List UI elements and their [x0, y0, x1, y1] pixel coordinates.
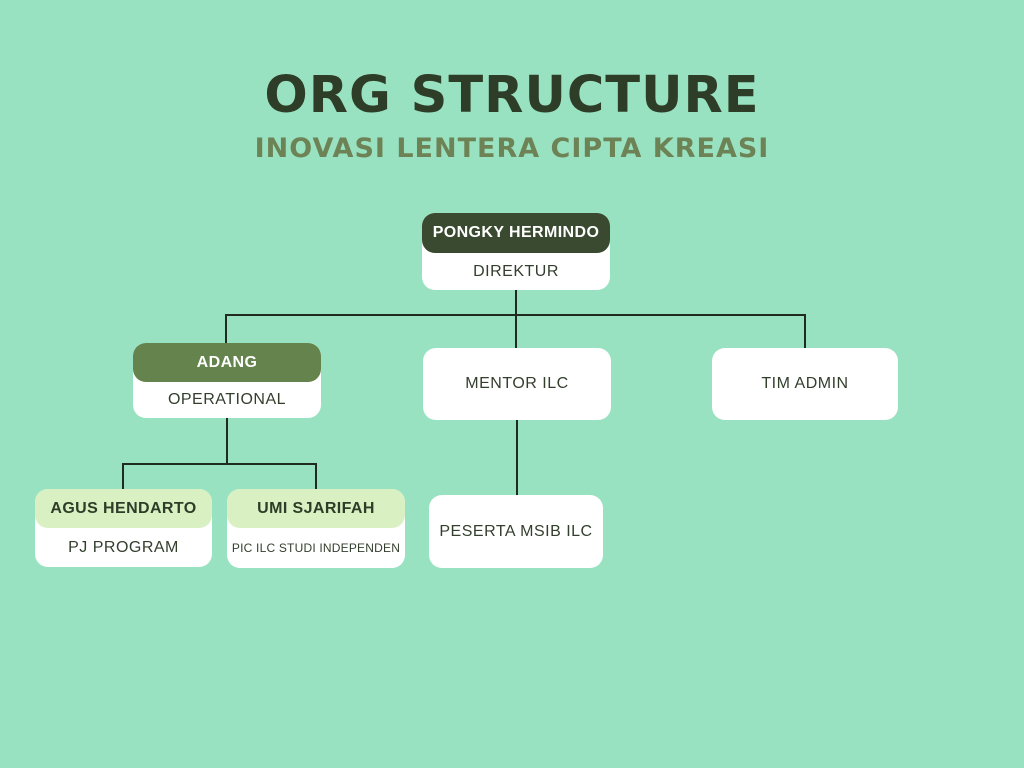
node-name-operational: ADANG [133, 343, 321, 382]
org-node-peserta-msib: PESERTA MSIB ILC [429, 495, 603, 568]
org-node-mentor-ilc: MENTOR ILC [423, 348, 611, 420]
node-name-direktur: PONGKY HERMINDO [422, 213, 610, 253]
connector-operational-down [226, 418, 228, 465]
node-role-direktur: DIREKTUR [473, 262, 559, 280]
connector-mentor-to-peserta [516, 420, 518, 496]
connector-row3-horizontal [122, 463, 317, 465]
node-role-peserta-msib: PESERTA MSIB ILC [439, 522, 593, 540]
node-role-tim-admin: TIM ADMIN [761, 375, 849, 392]
page-title: ORG STRUCTURE [264, 66, 760, 125]
connector-direktur-down [515, 290, 517, 316]
org-node-direktur: PONGKY HERMINDO DIREKTUR [422, 213, 610, 290]
org-node-operational: ADANG OPERATIONAL [133, 343, 321, 418]
connector-to-pj-program [122, 463, 124, 490]
connector-to-operational [225, 314, 227, 344]
node-role-operational: OPERATIONAL [167, 391, 287, 408]
org-node-pj-program: AGUS HENDARTO PJ PROGRAM [35, 489, 212, 567]
node-role-pic-ilc: PIC ILC STUDI INDEPENDEN [231, 541, 401, 555]
node-role-mentor-ilc: MENTOR ILC [465, 375, 569, 392]
node-name-pic-ilc: UMI SJARIFAH [227, 489, 405, 528]
node-name-pj-program: AGUS HENDARTO [35, 489, 212, 528]
node-role-pj-program: PJ PROGRAM [68, 538, 179, 556]
page-heading: ORG STRUCTURE INOVASI LENTERA CIPTA KREA… [0, 70, 1024, 162]
connector-to-admin [804, 314, 806, 349]
org-node-tim-admin: TIM ADMIN [712, 348, 898, 420]
page-subtitle: INOVASI LENTERA CIPTA KREASI [254, 133, 770, 164]
connector-to-mentor [515, 314, 517, 349]
connector-to-pic-ilc [315, 463, 317, 490]
org-node-pic-ilc: UMI SJARIFAH PIC ILC STUDI INDEPENDEN [227, 489, 405, 568]
